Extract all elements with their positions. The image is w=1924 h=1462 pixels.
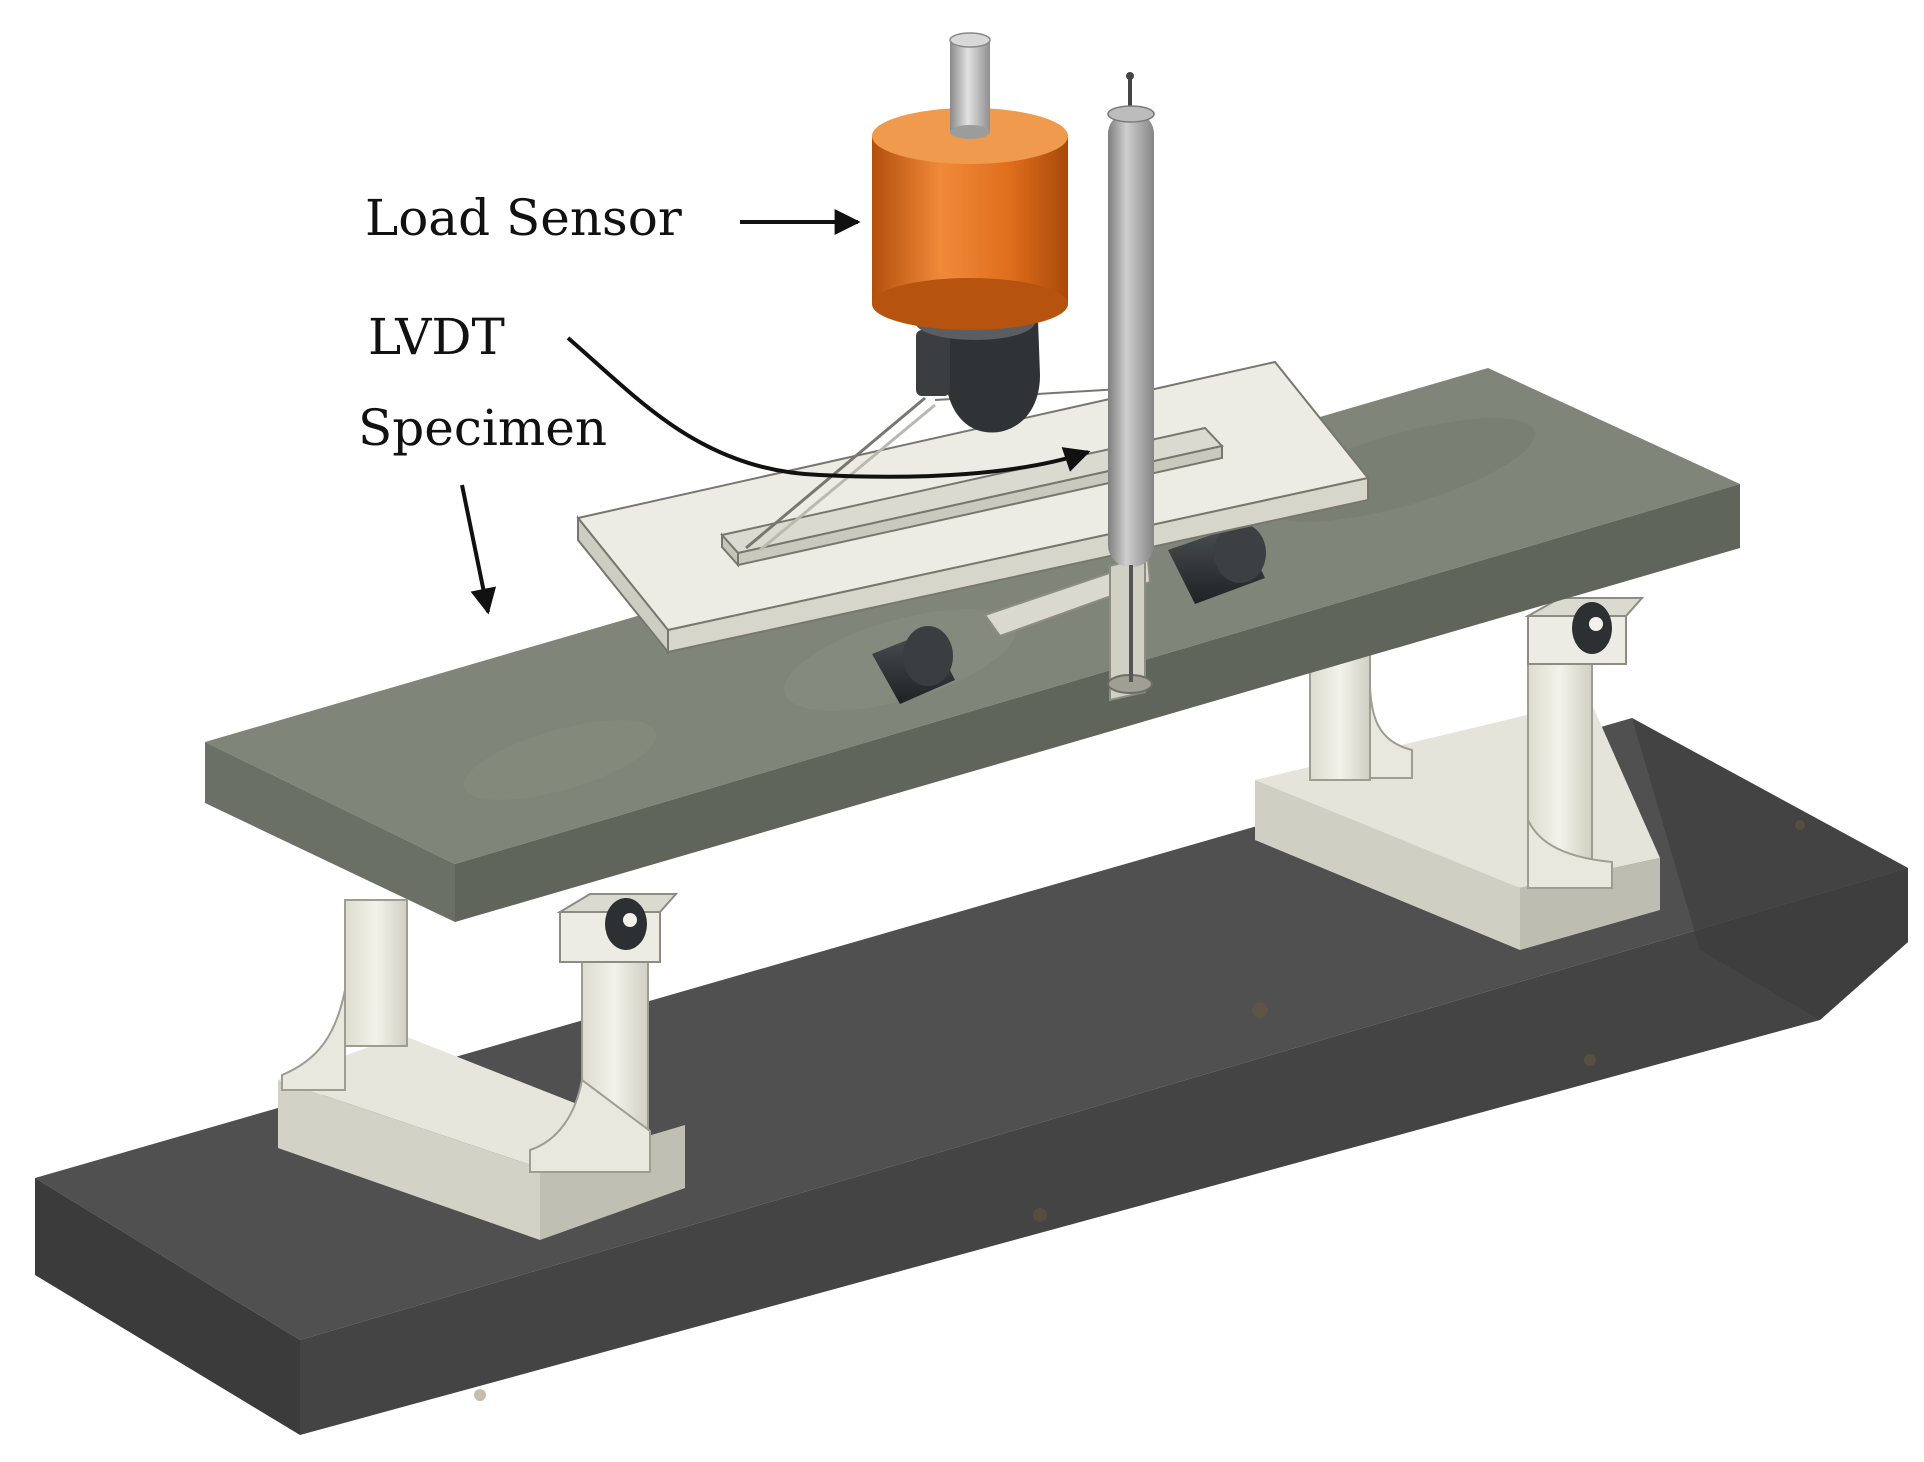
beam-long-face	[455, 484, 1740, 922]
rollers	[872, 523, 1266, 704]
base-front-face	[35, 1178, 300, 1435]
right-support-foot-front	[1255, 780, 1520, 950]
left-support-foot-front	[278, 1080, 540, 1240]
lvdt-bracket	[983, 554, 1153, 702]
annotations: Load Sensor LVDT Specimen	[358, 189, 1091, 615]
load-sensor	[872, 32, 1068, 330]
left-support-post-back	[344, 899, 408, 1047]
label-load-sensor: Load Sensor	[365, 189, 682, 247]
label-lvdt: LVDT	[368, 308, 505, 366]
left-support	[278, 893, 685, 1240]
base-end-chamfer	[1632, 718, 1908, 1020]
load-rod	[950, 40, 990, 132]
lvdt-body	[1108, 112, 1154, 567]
arrow-specimen	[460, 484, 497, 615]
label-specimen: Specimen	[358, 399, 607, 457]
lvdt-sensor	[1107, 72, 1155, 682]
arrow-lvdt	[566, 336, 1091, 479]
base-long-face	[300, 868, 1908, 1435]
beam-front-face	[205, 742, 455, 922]
right-support	[1255, 597, 1660, 950]
load-clevis	[945, 320, 1040, 433]
loading-plate	[576, 360, 1370, 655]
